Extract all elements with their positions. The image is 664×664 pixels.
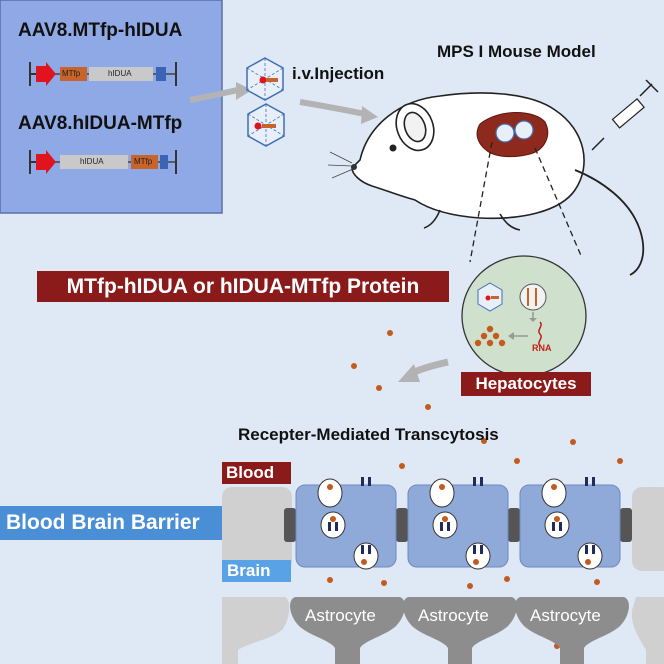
mouse-eye	[389, 144, 397, 152]
endothelial-cell	[407, 477, 509, 570]
hepatocytes-label: Hepatocytes	[461, 372, 591, 396]
mtfp-label: MTfp	[62, 69, 81, 78]
astrocyte-label: Astrocyte	[530, 606, 601, 625]
rna-strand	[538, 321, 542, 347]
bbb-label: Blood Brain Barrier	[0, 506, 222, 540]
mtfp-label: MTfp	[134, 157, 153, 166]
hidua-label: hIDUA	[108, 69, 132, 78]
mouse-nose	[351, 164, 357, 170]
polya-block	[160, 155, 168, 169]
construct-1-title: AAV8.MTfp-hIDUA	[18, 20, 183, 41]
endothelial-cell	[295, 477, 397, 570]
construct-2-diagram	[29, 150, 177, 174]
whiskers	[327, 151, 354, 179]
hepatocyte-cell	[461, 255, 587, 377]
tight-junction	[508, 508, 520, 542]
liver-capsid	[514, 120, 534, 140]
side-astrocyte-left	[222, 597, 290, 664]
vector-panel	[0, 0, 223, 214]
protein-cluster	[474, 325, 506, 347]
tight-junction	[284, 508, 296, 542]
rna-label: RNA	[532, 343, 552, 353]
hidua-label: hIDUA	[80, 157, 104, 166]
polya-block	[156, 67, 166, 81]
endothelial-cell	[519, 477, 621, 570]
brain-label: Brain	[222, 560, 291, 582]
zoom-line	[469, 141, 493, 263]
injection-label: i.v.Injection	[292, 64, 385, 83]
side-cell-right	[632, 487, 664, 571]
tight-junction	[396, 508, 408, 542]
tight-junction	[620, 508, 632, 542]
mouse-model-title: MPS I Mouse Model	[437, 42, 596, 61]
astrocyte-cell	[515, 597, 629, 664]
aav-capsid-icon	[246, 57, 284, 101]
astrocyte-cell	[290, 597, 405, 664]
hidua-block	[89, 67, 153, 81]
promoter-arrow-icon	[36, 150, 56, 174]
astrocyte-label: Astrocyte	[305, 606, 376, 625]
hidua-block	[60, 155, 128, 169]
promoter-arrow-icon	[36, 62, 56, 86]
mtfp-block	[60, 67, 87, 81]
astrocyte-label: Astrocyte	[418, 606, 489, 625]
side-cell-left	[222, 487, 292, 571]
mtfp-block	[131, 155, 158, 169]
transcytosis-title: Recepter-Mediated Transcytosis	[238, 425, 499, 444]
astrocyte-cell	[403, 597, 517, 664]
liver-capsid	[495, 123, 515, 143]
side-astrocyte-right	[631, 597, 664, 664]
syringe-icon	[591, 79, 659, 151]
construct-1-diagram	[29, 62, 177, 86]
aav-capsid-icon	[247, 103, 285, 147]
protein-banner: MTfp-hIDUA or hIDUA-MTfp Protein	[37, 271, 449, 302]
construct-2-title: AAV8.hIDUA-MTfp	[18, 113, 183, 134]
blood-label: Blood	[222, 462, 291, 484]
